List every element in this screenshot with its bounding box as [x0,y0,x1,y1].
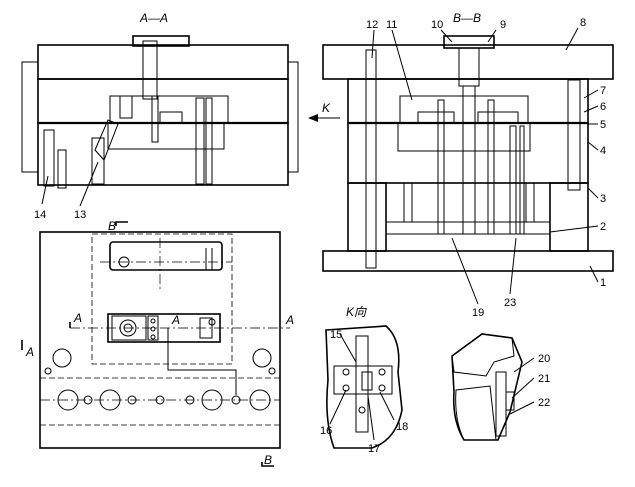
part-9: 9 [500,19,506,31]
slider-detail [451,333,523,441]
part-23: 23 [504,297,516,309]
part-22: 22 [538,397,550,409]
plan-view: B B A A A A [21,219,294,467]
part-20: 20 [538,353,550,365]
part-7: 7 [600,85,606,97]
section-bb-title: B—B [453,11,481,25]
part-3: 3 [600,193,606,205]
mark-b-top: B [108,219,116,233]
arrow-k-label: K [322,101,331,115]
view-k-title: K向 [346,305,367,319]
part-11: 11 [386,19,397,31]
mark-a-side: A [25,345,34,359]
mark-b-bottom: B [264,453,272,467]
part-4: 4 [600,145,606,157]
section-aa-title: A—A [139,11,168,25]
part-19: 19 [472,307,484,319]
part-14: 14 [34,209,46,221]
view-k-detail: K向 [325,305,403,449]
part-15: 15 [330,329,342,341]
mark-a-mid: A [171,313,180,327]
part-6: 6 [600,101,606,113]
view-k-arrow: K [308,101,340,122]
mark-a-right: A [285,313,294,327]
part-18: 18 [396,421,408,433]
part-5: 5 [600,119,606,131]
section-aa-view: A—A [21,11,299,189]
leader-lines [41,27,599,441]
section-bb-view: B—B [322,11,614,272]
part-8: 8 [580,17,586,29]
part-21: 21 [538,373,550,385]
part-13: 13 [74,209,86,221]
part-10: 10 [431,19,443,31]
part-2: 2 [600,221,606,233]
part-16: 16 [320,425,332,437]
part-12: 12 [366,19,378,31]
part-1: 1 [600,277,606,289]
mark-a-left: A [73,311,82,325]
part-17: 17 [368,443,380,455]
part-number-labels: 1 2 3 4 5 6 7 8 9 10 11 12 13 14 15 16 1… [34,17,606,455]
